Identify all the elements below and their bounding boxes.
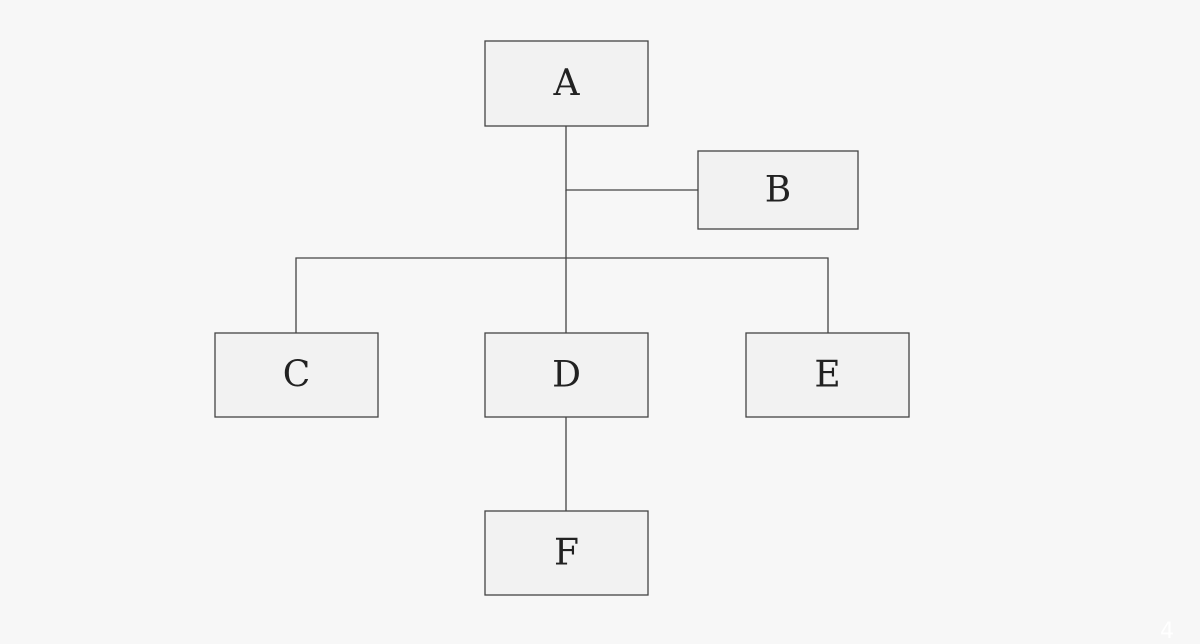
edge-a-e (566, 257, 829, 333)
node-a-label: A (553, 63, 581, 104)
node-b: B (697, 150, 859, 230)
node-c-label: C (283, 355, 311, 396)
node-e-label: E (814, 355, 840, 396)
node-f-label: F (554, 533, 579, 574)
node-d-label: D (552, 355, 581, 396)
node-c-box (214, 332, 379, 418)
node-e-box (745, 332, 910, 418)
node-f: F (484, 510, 649, 596)
node-a: A (484, 40, 649, 127)
node-d-box (484, 332, 649, 418)
corner-page-mark: 4 (1160, 619, 1174, 644)
node-f-box (484, 510, 649, 596)
node-b-box (697, 150, 859, 230)
node-a-box (484, 40, 649, 127)
connector-lines (295, 126, 829, 511)
node-e: E (745, 332, 910, 418)
edge-a-b (565, 126, 698, 191)
node-d: D (484, 332, 649, 418)
edge-a-c (295, 257, 566, 333)
node-c: C (214, 332, 379, 418)
node-b-label: B (765, 170, 791, 211)
